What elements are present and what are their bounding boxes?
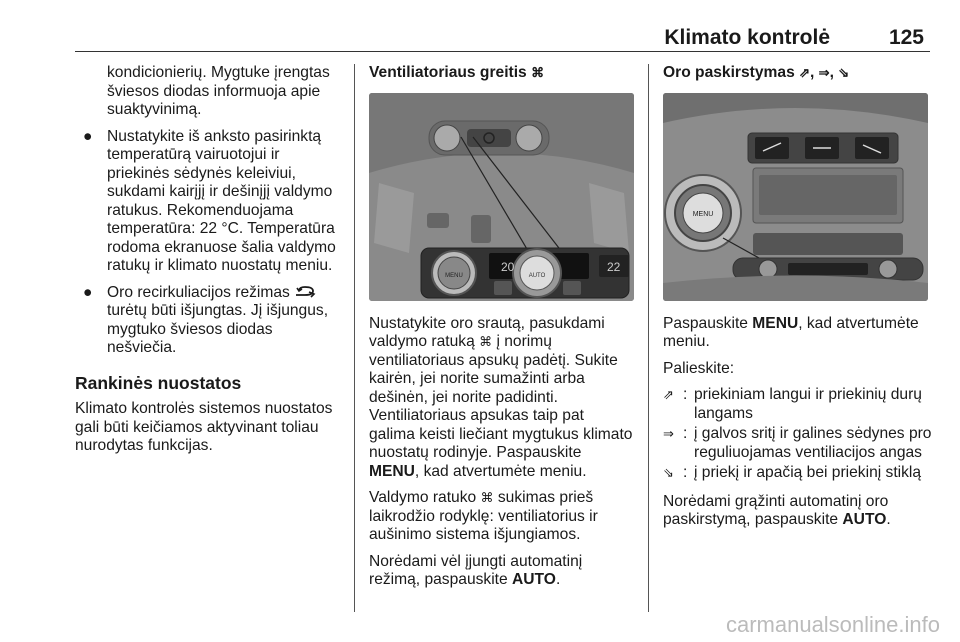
paragraph: Norėdami vėl įjungti automatinį režimą, … [369, 552, 583, 589]
watermark: carmanualsonline.info [725, 612, 940, 637]
list-item: ⇘ : į priekį ir apačią bei priekinį stik… [663, 464, 922, 481]
auto-knob-label: AUTO [529, 273, 546, 279]
paragraph: Valdymo ratuko ⌘ sukimas prieš laikrodži… [369, 489, 598, 543]
right-temperature: 22 [607, 260, 621, 274]
definition-list: ⇗ : priekiniam langui ir priekinių durų … [663, 386, 933, 483]
left-temperature: 20 [501, 260, 515, 274]
dashboard-illustration: MENU [663, 92, 928, 301]
column-1: kondicionierių. Mygtuke įrengtas šviesos… [75, 64, 343, 464]
menu-knob-label: MENU [693, 211, 714, 218]
page-header: Klimato kontrolė 125 [75, 26, 930, 52]
page-number: 125 [888, 26, 924, 49]
paragraph: Palieskite: [663, 359, 735, 377]
list-item: ⇗ : priekiniam langui ir priekinių durų … [663, 386, 922, 422]
menu-knob-label: MENU [445, 273, 463, 279]
dashboard-illustration: MENU AUTO 20 22 [369, 92, 634, 301]
paragraph: Klimato kontrolės sistemos nuostatos gal… [75, 400, 333, 454]
face-airflow-icon: ⇒ [818, 65, 830, 80]
feet-airflow-icon: ⇘ [663, 465, 674, 480]
face-airflow-icon: ⇒ [663, 426, 674, 441]
windshield-airflow-icon: ⇗ [799, 65, 810, 80]
column-3: Oro paskirstymas ⇗, ⇒, ⇘ MENU [663, 64, 933, 538]
recirculation-icon [296, 285, 316, 298]
paragraph: Paspauskite MENU, kad atvertumėte meniu. [663, 314, 919, 351]
fan-icon: ⌘ [480, 490, 494, 505]
continued-text: kondicionierių. Mygtuke įrengtas šviesos… [107, 64, 330, 118]
subsection-heading: Oro paskirstymas ⇗, ⇒, ⇘ [663, 64, 850, 81]
section-heading: Rankinės nuostatos [75, 372, 242, 393]
column-2: Ventiliatoriaus greitis ⌘ [369, 64, 634, 598]
paragraph: Nustatykite oro srautą, pasukdami valdym… [369, 314, 633, 480]
fan-icon: ⌘ [479, 334, 493, 349]
subsection-heading: Ventiliatoriaus greitis ⌘ [369, 64, 545, 81]
feet-airflow-icon: ⇘ [838, 65, 850, 80]
page-title: Klimato kontrolė [664, 26, 830, 49]
column-divider [354, 64, 355, 612]
fan-icon: ⌘ [531, 65, 545, 80]
windshield-airflow-icon: ⇗ [663, 387, 674, 402]
list-item: ● Oro recirkuliacijos režimas turėtų būt… [83, 283, 329, 357]
fan-control-figure: MENU AUTO 20 22 [369, 92, 634, 301]
list-item: ● Nustatykite iš anksto pasirinktą tempe… [83, 127, 336, 275]
bullet-icon: ● [83, 127, 93, 145]
air-distribution-figure: MENU [663, 92, 928, 301]
list-item: ⇒ : į galvos sritį ir galines sėdynes pr… [663, 425, 932, 461]
paragraph: Norėdami grąžinti automatinį oro paskirs… [663, 492, 891, 529]
column-divider [648, 64, 649, 612]
bullet-icon: ● [83, 283, 93, 301]
